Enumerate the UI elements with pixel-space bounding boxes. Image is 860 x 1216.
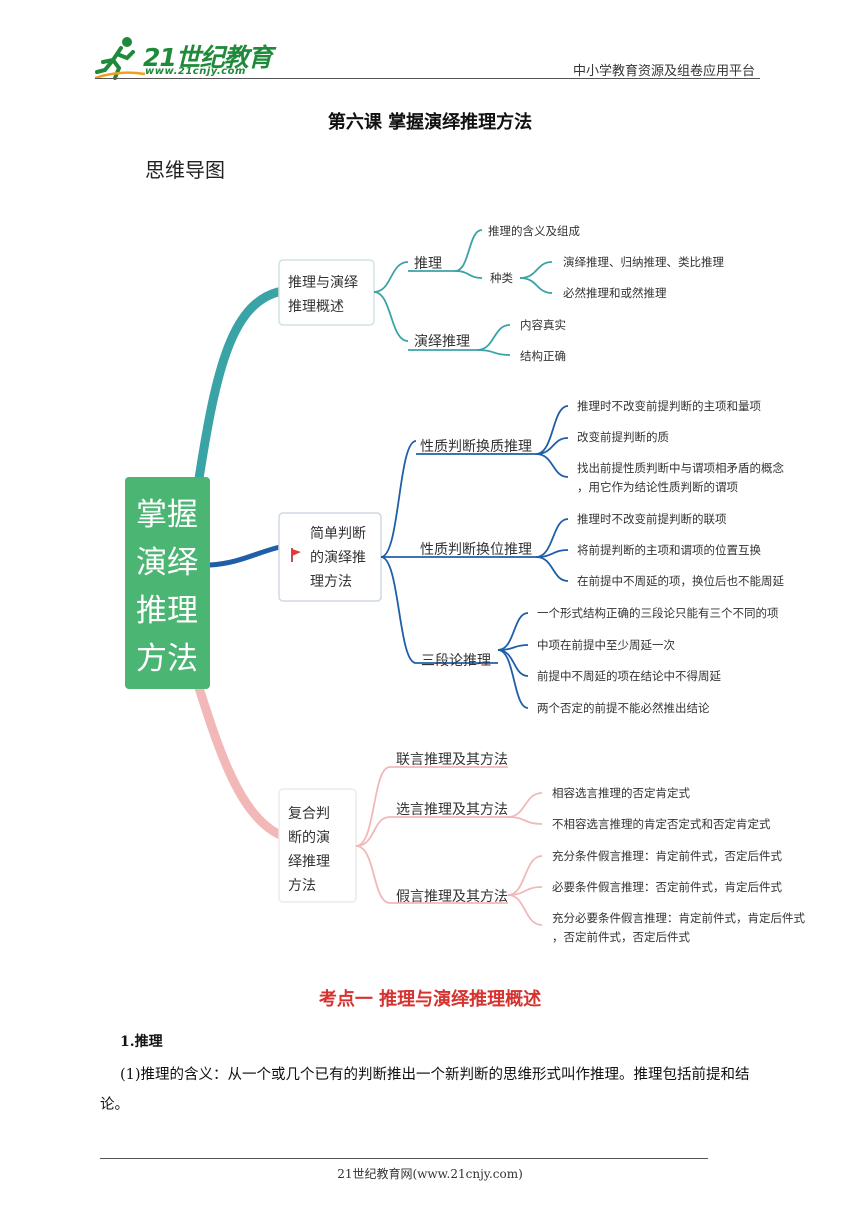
root-line-3: 推理 [136,593,198,629]
b2-n3-child-1: 一个形式结构正确的三段论只能有三个不同的项 [537,606,779,620]
branch-3-line-2: 断的演 [288,830,330,846]
root-line-1: 掌握 [136,497,198,533]
b3-n2-child-2: 不相容选言推理的肯定否定式和否定肯定式 [552,817,771,831]
root-node [125,477,210,689]
b1-n1-child-2: 种类 [490,271,513,285]
branch-1-box [278,259,375,326]
page-title: 第六课 掌握演绎推理方法 [327,112,533,133]
root-line-2: 演绎 [136,545,198,581]
kd1-paragraph: (1)推理的含义：从一个或几个已有的判断推出一个新判断的思维形式叫作推理。推理包… [100,1067,750,1113]
branch-3-connector [190,670,285,840]
b2-n1-child-3a: 找出前提性质判断中与谓项相矛盾的概念 [577,461,784,475]
b2-n1-child-3b: ，用它作为结论性质判断的谓项 [577,480,738,494]
branch-1-line-2: 推理概述 [288,299,344,315]
kd1-title: 考点一 推理与演绎推理概述 [318,989,542,1010]
b3-n3-child-3a: 充分必要条件假言推理：肯定前件式，肯定后件式 [552,911,805,925]
b2-n1-child-1: 推理时不改变前提判断的主项和量项 [577,399,761,413]
b3-node-2-label: 选言推理及其方法 [396,802,508,818]
branch-2-line-2: 的演绎推 [310,550,366,566]
b1-node-1-label: 推理 [414,256,442,272]
b2-n2-child-1: 推理时不改变前提判断的联项 [577,512,727,526]
header-divider [95,78,760,79]
branch-1-connector [193,287,283,490]
b3-n2-child-1: 相容选言推理的否定肯定式 [552,786,690,800]
b2-n1-child-2: 改变前提判断的质 [577,430,669,444]
branch-3-line-4: 方法 [288,878,316,894]
logo-text: 21世纪教育 [143,43,273,72]
runner-icon [94,37,146,80]
branch-3-line-3: 绎推理 [288,854,330,870]
b3-n3-child-2: 必要条件假言推理：否定前件式，肯定后件式 [552,880,782,894]
footer-text: 21世纪教育网(www.21cnjy.com) [337,1167,523,1181]
kd1-subheading: 1.推理 [120,1034,163,1050]
b1-n2-child-2: 结构正确 [520,349,566,363]
b3-node-3-label: 假言推理及其方法 [396,889,508,905]
b1-node-2-label: 演绎推理 [414,334,470,350]
b3-n3-child-3b: ，否定前件式，否定后件式 [552,930,690,944]
b3-node-1-label: 联言推理及其方法 [396,752,508,768]
logo: 21世纪教育 www.21cnjy.com [94,34,273,80]
flag-icon [291,548,301,562]
b2-n3-child-3: 前提中不周延的项在结论中不得周延 [537,669,721,683]
b1-n1-grandchild-1: 演绎推理、归纳推理、类比推理 [563,255,724,269]
b2-n3-child-4: 两个否定的前提不能必然推出结论 [537,701,710,715]
b2-node-1-label: 性质判断换质推理 [420,438,532,455]
b3-n3-child-1: 充分条件假言推理：肯定前件式，否定后件式 [552,849,782,863]
branch-2-connector [207,544,283,568]
root-line-4: 方法 [136,641,198,677]
branch-2-line-3: 理方法 [310,574,352,590]
mind-map: 掌握 演绎 推理 方法 推理与演绎 推理概述 推理 推理的含义及组成 种类 演绎… [125,224,805,944]
b2-n2-child-3: 在前提中不周延的项，换位后也不能周延 [577,574,784,588]
footer-divider [100,1158,708,1159]
b1-n2-child-1: 内容真实 [520,318,566,332]
logo-url: www.21cnjy.com [145,66,246,77]
branch-3-line-1: 复合判 [288,805,330,822]
b2-n2-child-2: 将前提判断的主项和谓项的位置互换 [577,543,761,557]
platform-name: 中小学教育资源及组卷应用平台 [572,64,755,79]
b2-node-3-label: 三段论推理 [421,653,491,669]
b2-node-2-label: 性质判断换位推理 [420,541,532,558]
b1-n1-grandchild-2: 必然推理和或然推理 [563,286,667,300]
branch-2-line-1: 简单判断 [310,525,366,542]
b1-n1-child-1: 推理的含义及组成 [488,224,580,238]
b2-n3-child-2: 中项在前提中至少周延一次 [537,638,675,652]
branch-1-line-1: 推理与演绎 [288,275,358,291]
section-label: 思维导图 [145,158,225,182]
